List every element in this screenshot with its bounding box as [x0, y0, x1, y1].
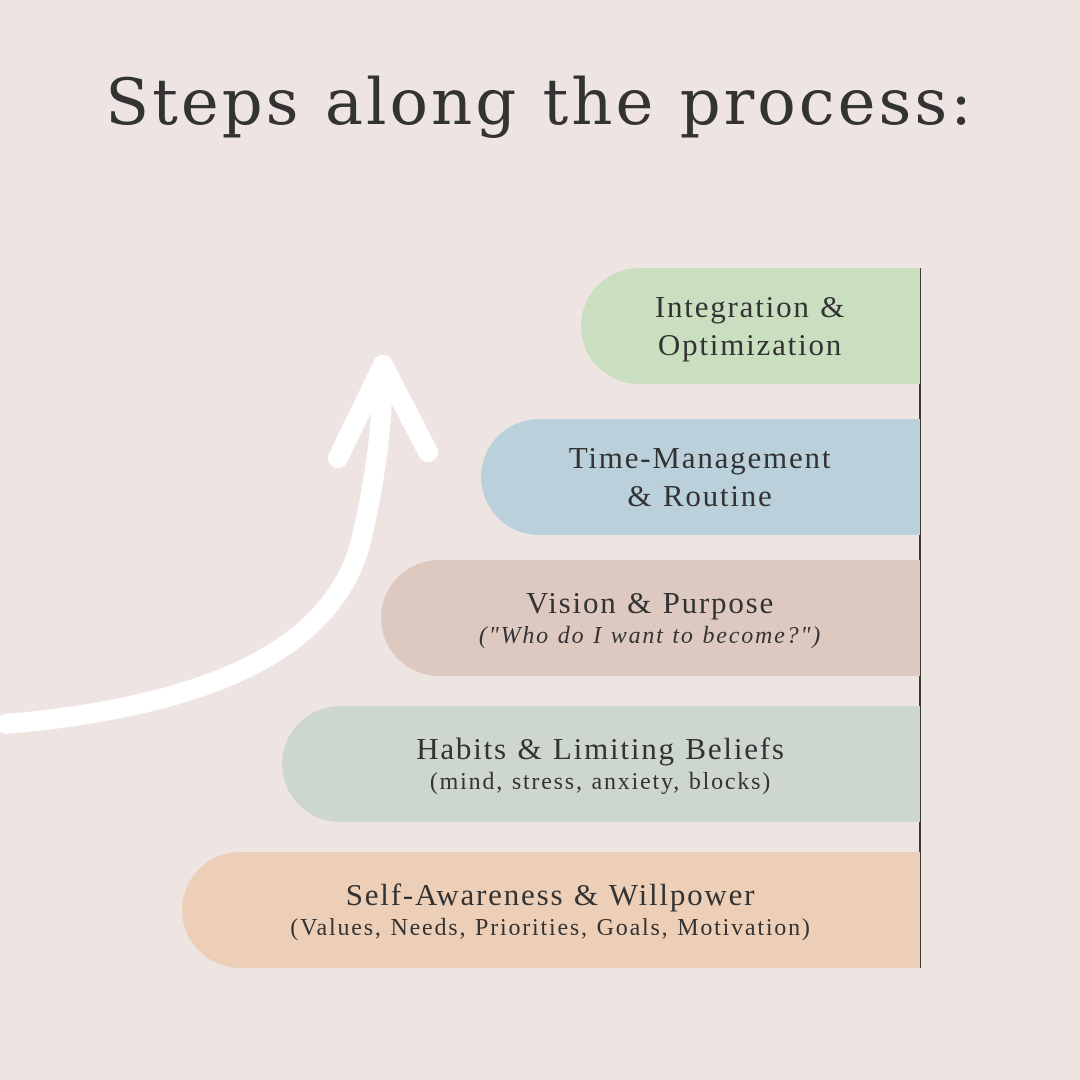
step-subtitle: ("Who do I want to become?"): [478, 623, 823, 650]
step-title-line: Vision & Purpose: [525, 585, 776, 621]
step-self-awareness-willpower: Self-Awareness & Willpower (Values, Need…: [182, 852, 920, 968]
step-integration-optimization: Integration & Optimization: [581, 268, 920, 384]
step-title-line: & Routine: [627, 478, 774, 513]
step-title: Habits & Limiting Beliefs: [416, 730, 786, 768]
step-title-line: Optimization: [657, 327, 844, 362]
page-title: Steps along the process:: [105, 66, 975, 140]
step-time-management-routine: Time-Management & Routine: [481, 419, 920, 535]
step-subtitle: (Values, Needs, Priorities, Goals, Motiv…: [290, 915, 812, 942]
step-title-line: Self-Awareness & Willpower: [345, 877, 757, 913]
step-title-line: Integration &: [654, 289, 847, 325]
step-title: Self-Awareness & Willpower: [346, 876, 757, 914]
step-title: Time-Management & Routine: [569, 439, 832, 515]
step-title-line: Time-Management: [568, 440, 833, 476]
step-subtitle: (mind, stress, anxiety, blocks): [429, 769, 773, 796]
step-vision-purpose: Vision & Purpose ("Who do I want to beco…: [381, 560, 920, 676]
step-title-line: Habits & Limiting Beliefs: [416, 731, 786, 767]
step-title: Integration & Optimization: [655, 288, 846, 364]
vertical-axis-line: [919, 268, 921, 968]
step-title: Vision & Purpose: [526, 584, 775, 622]
step-habits-limiting-beliefs: Habits & Limiting Beliefs (mind, stress,…: [282, 706, 920, 822]
